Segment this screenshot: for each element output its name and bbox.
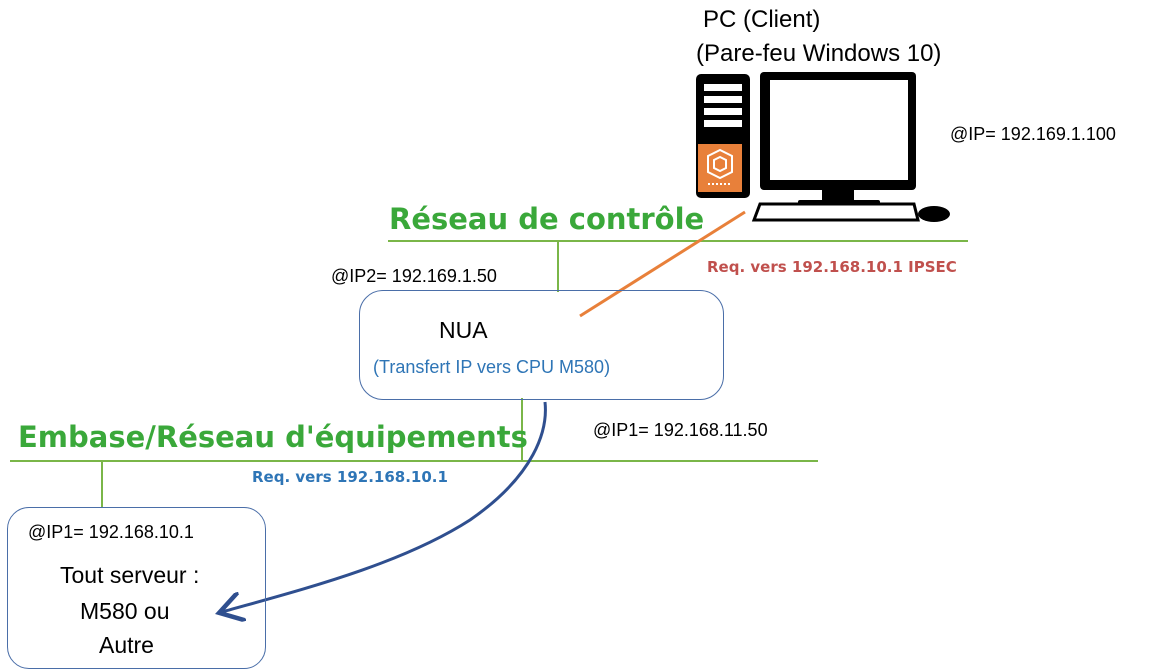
server-box: @IP1= 192.168.10.1 Tout serveur : M580 o… — [7, 507, 266, 669]
nua-subtitle: (Transfert IP vers CPU M580) — [373, 357, 611, 377]
server-ip: @IP1= 192.168.10.1 — [28, 522, 194, 542]
server-line2: M580 ou — [80, 598, 170, 624]
pc-illustration — [694, 72, 956, 232]
nua-title: NUA — [439, 317, 488, 343]
server-line3: Autre — [99, 632, 154, 658]
control-network-label: Réseau de contrôle — [389, 202, 705, 236]
ipsec-request-arrow — [579, 210, 746, 318]
device-request-label: Req. vers 192.168.10.1 — [252, 468, 448, 486]
nua-ip2: @IP2= 192.169.1.50 — [331, 266, 497, 286]
pc-title: PC (Client) — [703, 6, 821, 33]
pc-ip: @IP= 192.169.1.100 — [950, 124, 1116, 144]
device-request-arrow — [222, 401, 547, 612]
ipsec-request-label: Req. vers 192.168.10.1 IPSEC — [707, 258, 957, 276]
server-line1: Tout serveur : — [60, 562, 200, 588]
device-network-label: Embase/Réseau d'équipements — [18, 420, 528, 454]
pc-subtitle: (Pare-feu Windows 10) — [696, 40, 942, 67]
nua-box: NUA (Transfert IP vers CPU M580) — [359, 290, 724, 400]
nua-ip1: @IP1= 192.168.11.50 — [593, 420, 768, 440]
computer-icon — [696, 72, 950, 222]
